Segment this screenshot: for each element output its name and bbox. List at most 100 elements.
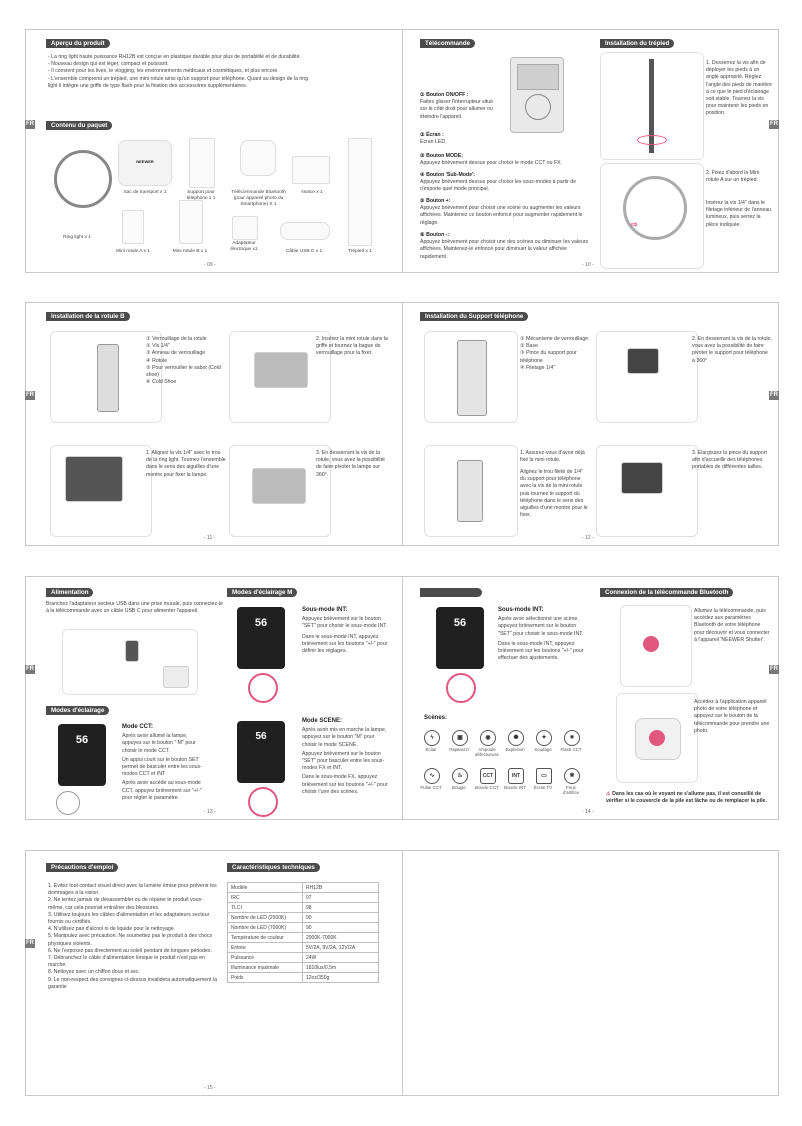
lang-tab-left: FR — [25, 939, 35, 948]
package-item-label: Mini rotule A x 1 — [116, 249, 150, 254]
mini-ballhead-a-image — [122, 210, 144, 244]
tv-icon: ▭ — [536, 768, 552, 784]
bulb-icon: ◉ — [480, 730, 496, 746]
phone-holder-step1-text-b: Alignez le trou fileté de 1/4" du suppor… — [520, 469, 588, 519]
camera — [254, 352, 308, 388]
ballhead-b-legend: ① Verrouillage de la rotule ② Vis 1/4" ③… — [146, 336, 221, 386]
package-item-label: Adaptateur électrique x1 — [230, 241, 258, 252]
remote-button — [649, 730, 665, 746]
scene-label: Flash CCT — [560, 747, 582, 752]
tripod-step1-text: 1. Desserrez la vis afin de déployer les… — [706, 60, 772, 117]
bag-brand-label: NEEWER — [136, 159, 154, 164]
table-row: Nombre de LED (7000K)90 — [227, 922, 379, 933]
bluetooth-step1-text: Allumez la télécommande, puis accédez au… — [694, 608, 770, 643]
remote-screen — [517, 64, 559, 90]
lang-tab-right: FR — [769, 665, 779, 674]
camera — [252, 468, 306, 504]
battery-warning: ⚠ Dans les cas où le voyant ne s'allume … — [606, 791, 767, 805]
section-title-bluetooth: Connexion de la télécommande Bluetooth — [600, 588, 734, 597]
phone-holder-step1-image — [424, 445, 518, 537]
page-number: - 10 - — [582, 262, 594, 268]
scene-label: Bougie — [452, 785, 466, 790]
page-number: - 14 - — [582, 809, 594, 815]
overview-list: - La ring light haute puissance RH12B es… — [48, 54, 309, 89]
ballhead — [97, 344, 119, 412]
section-title-power: Alimentation — [46, 588, 94, 597]
power-adapter-image — [232, 216, 258, 240]
page-number: - 09 - — [204, 262, 216, 268]
bluetooth-step2-image — [616, 693, 698, 783]
lang-tab-left: FR — [25, 120, 35, 129]
warning-icon: ⚠ — [606, 791, 611, 797]
scene-int-submode: Sous-mode INT: Après avoir sélectionné u… — [498, 607, 584, 662]
page-divider — [402, 851, 403, 1095]
lang-tab-right: FR — [769, 391, 779, 400]
screen-value: 56 — [453, 617, 467, 629]
section-title-remote: Télécommande — [420, 39, 476, 48]
manual-image — [292, 156, 330, 184]
bluetooth-step1-image — [620, 605, 692, 687]
remote-unit — [125, 640, 139, 662]
phone-holder — [457, 460, 483, 522]
spread-pages-9-10: FR FR Aperçu du produit - La ring light … — [25, 29, 779, 273]
scene-int-remote-image: 56 — [436, 607, 484, 669]
package-item-label: Télécommande Bluetooth (pour appareil ph… — [231, 190, 286, 207]
lang-tab-left: FR — [25, 665, 35, 674]
remote-dial — [525, 94, 551, 120]
remote-item-6: ⑥ Bouton -: Appuyez brièvement pour choi… — [420, 232, 589, 260]
ballhead-step1-image — [50, 445, 152, 537]
explosion-icon: ✺ — [508, 730, 524, 746]
usb-c-cable-image — [280, 222, 330, 240]
ballhead-step2-image — [229, 331, 331, 423]
bluetooth-step2-text: Accédez à l'application appareil photo d… — [694, 699, 770, 734]
section-title-tripod: Installation du trépied — [600, 39, 675, 48]
scene-label: Écran TV — [533, 785, 553, 790]
power-connection-image — [62, 629, 198, 695]
remote-item-5: ⑤ Bouton +: Appuyez brièvement pour choi… — [420, 198, 583, 226]
dial-image — [248, 787, 278, 817]
cct-loop-icon: CCT — [480, 768, 496, 784]
tripod-image — [348, 138, 372, 246]
remote-control-image — [510, 57, 564, 133]
tripod-leg — [649, 59, 654, 153]
phone-holder-step3-image — [596, 445, 698, 537]
spread-pages-11-12: FR FR Installation de la rotule B ① Verr… — [25, 302, 779, 546]
int-submode: Sous-mode INT: Appuyez brièvement sur le… — [302, 607, 388, 655]
power-text: Branchez l'adaptateur secteur USB dans u… — [46, 601, 223, 615]
camera-screen — [65, 456, 123, 502]
dial-image — [56, 791, 80, 815]
phone — [621, 462, 663, 494]
dial-image — [446, 673, 476, 703]
screen-value: 56 — [254, 617, 268, 629]
insert-arrow: ⇨ — [631, 220, 638, 229]
tripod-step2-text-b: Insérez la vis 1/4" dans le filetage inf… — [706, 200, 772, 228]
int-remote-image: 56 — [237, 607, 285, 669]
welding-icon: ✦ — [536, 730, 552, 746]
pulse-icon: ∿ — [424, 768, 440, 784]
section-title-phone-holder: Installation du Support téléphone — [420, 312, 529, 321]
tripod-step2-text-a: 2. Fixez d'abord la Mini rotule A sur un… — [706, 170, 760, 184]
phone-holder-diagram — [424, 331, 518, 423]
section-title-precautions: Précautions d'emploi — [46, 863, 119, 872]
package-item-label: Support pour téléphone x 1 — [186, 190, 216, 201]
spread-pages-13-14: FR FR Alimentation Branchez l'adaptateur… — [25, 576, 779, 820]
package-item-label: Notice x 1 — [301, 190, 323, 195]
section-title-modes: Modes d'éclairage — [46, 706, 110, 715]
mini-ballhead-b-image — [179, 200, 203, 244]
candle-icon: ♨ — [452, 768, 468, 784]
page-number: - 12 - — [582, 535, 594, 541]
page-number: - 11 - — [204, 535, 216, 541]
section-title-overview: Aperçu du produit — [46, 39, 110, 48]
dial-image — [248, 673, 278, 703]
flash-icon: ✷ — [564, 730, 580, 746]
lightning-icon: ϟ — [424, 730, 440, 746]
int-loop-icon: INT — [508, 768, 524, 784]
section-title-ballhead-b: Installation de la rotule B — [46, 312, 130, 321]
lang-tab-right: FR — [769, 120, 779, 129]
ballhead-step2-text: 2. Insérez la mini rotule dans la griffe… — [316, 336, 388, 357]
scene-mode: Mode SCENE: Après avoir mis en marche la… — [302, 718, 388, 795]
